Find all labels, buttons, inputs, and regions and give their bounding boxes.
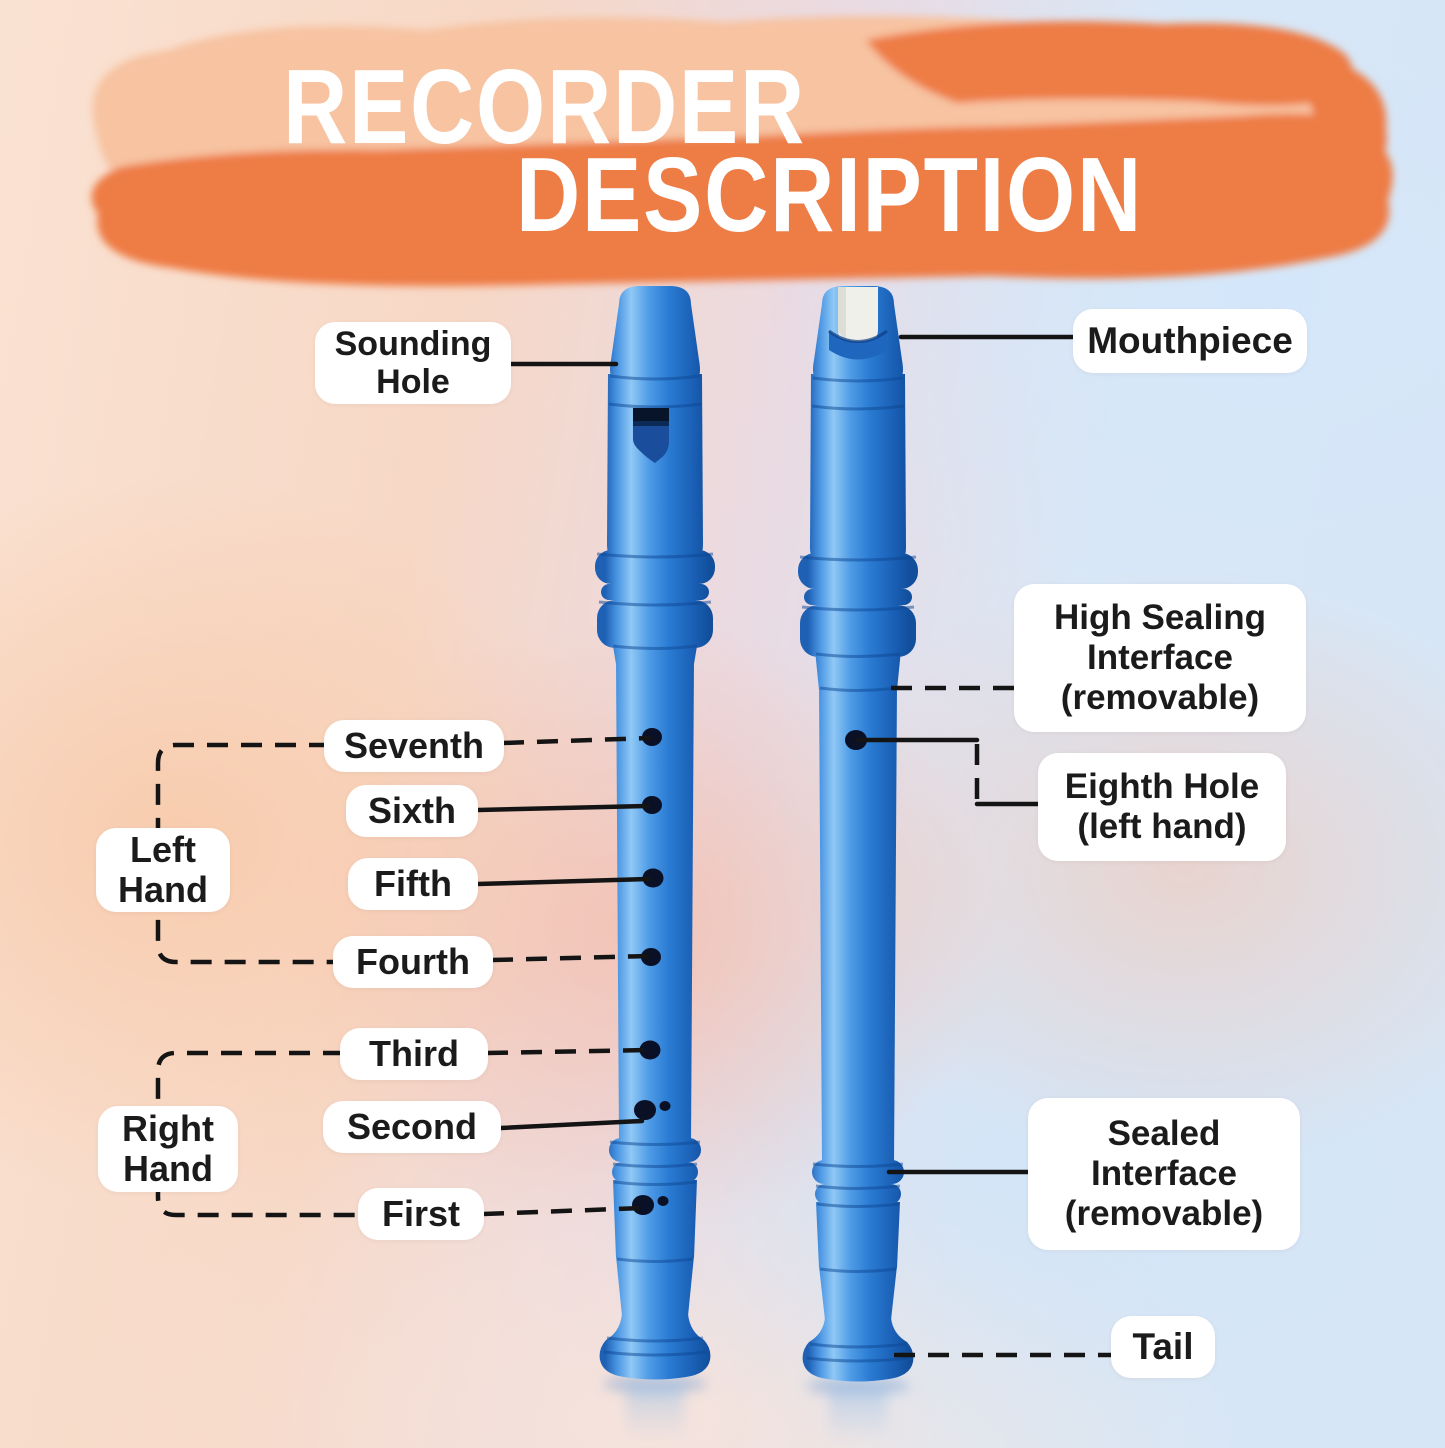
brush-dark-band [91,113,1393,286]
label-sounding-hole: Sounding Hole [315,322,511,404]
title-line-1: RECORDER [283,48,806,166]
label-tail: Tail [1111,1316,1215,1378]
label-high-sealing-interface: High Sealing Interface (removable) [1014,584,1306,732]
brush-dark-top-lip [866,21,1353,106]
sixth-connector-line [475,803,651,813]
right-hand-bracket [155,1050,362,1218]
seventh-connector-line [502,735,652,746]
first-hole-small [657,1196,669,1206]
third-connector-line [486,1047,649,1056]
second-hole-large [634,1100,656,1120]
solid-connectors [474,334,1078,1175]
label-left-hand: Left Hand [96,828,230,912]
second-hole-small [659,1101,671,1111]
label-sixth: Sixth [346,785,478,837]
second-connector-line [498,1118,645,1131]
first-connector-line [482,1205,645,1217]
recorder-reflections [603,1375,910,1442]
label-third: Third [340,1028,488,1080]
label-eighth-hole: Eighth Hole (left hand) [1038,753,1286,861]
right-recorder-back-view [798,286,918,1382]
left-recorder-front-view [595,286,715,1380]
title-line-2: DESCRIPTION [516,136,1143,254]
fourth-connector-line [491,953,651,963]
right-recorder-ring-grooves [799,376,917,1363]
windway-sounding-hole [633,408,669,463]
left-recorder-ring-grooves [596,374,714,1357]
label-right-hand: Right Hand [98,1106,238,1192]
label-sealed-interface: Sealed Interface (removable) [1028,1098,1300,1250]
label-first: First [358,1188,484,1240]
fifth-hole [642,868,664,888]
fifth-connector-line [474,876,652,887]
title-brush-stroke [91,15,1393,286]
label-fifth: Fifth [348,858,478,910]
label-second: Second [323,1101,501,1153]
sixth-hole [642,796,662,814]
fourth-hole [641,948,661,966]
third-hole [639,1040,661,1060]
seventh-hole [642,728,662,746]
dashed-connectors [155,685,1113,1358]
mouthpiece-white-insert [838,287,878,349]
label-mouthpiece: Mouthpiece [1073,309,1307,373]
label-seventh: Seventh [324,720,504,772]
label-fourth: Fourth [333,936,493,988]
